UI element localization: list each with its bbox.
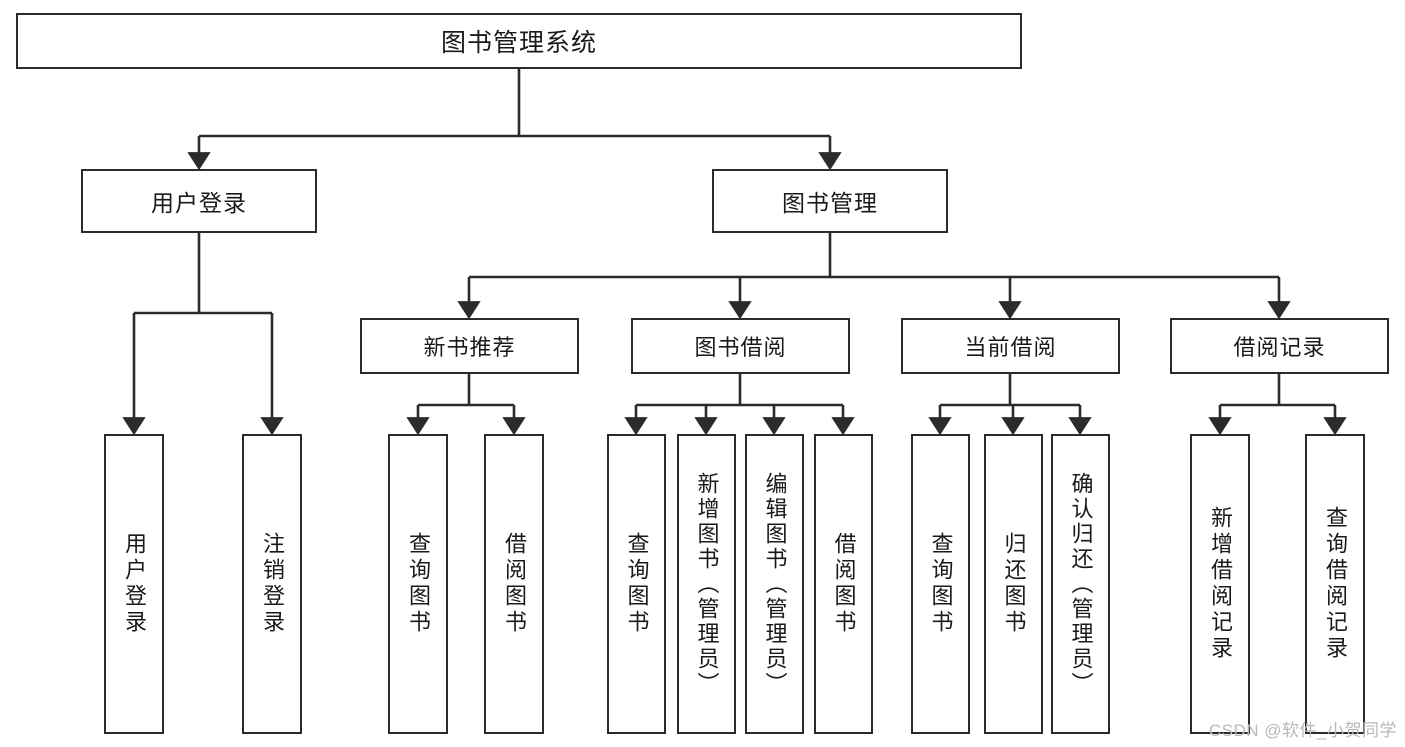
node-leaf-query-book-borrow[interactable]: 查询图书 (607, 434, 666, 734)
watermark-text: CSDN @软件_小贺同学 (1208, 721, 1397, 740)
node-new-book-recommend[interactable]: 新书推荐 (360, 318, 579, 374)
node-leaf-query-borrow-record[interactable]: 查询借阅记录 (1305, 434, 1365, 734)
node-root[interactable]: 图书管理系统 (16, 13, 1022, 69)
node-borrow-record[interactable]: 借阅记录 (1170, 318, 1389, 374)
node-book-borrow[interactable]: 图书借阅 (631, 318, 850, 374)
node-leaf-add-borrow-record[interactable]: 新增借阅记录 (1190, 434, 1250, 734)
node-current-borrow[interactable]: 当前借阅 (901, 318, 1120, 374)
node-book-manage[interactable]: 图书管理 (712, 169, 948, 233)
node-leaf-query-book-current[interactable]: 查询图书 (911, 434, 970, 734)
node-leaf-edit-book-admin[interactable]: 编辑图书（管理员） (745, 434, 804, 734)
node-leaf-confirm-return-admin[interactable]: 确认归还（管理员） (1051, 434, 1110, 734)
node-leaf-borrow-book-recommend[interactable]: 借阅图书 (484, 434, 544, 734)
node-leaf-return-book[interactable]: 归还图书 (984, 434, 1043, 734)
node-user-login[interactable]: 用户登录 (81, 169, 317, 233)
node-leaf-query-book-recommend[interactable]: 查询图书 (388, 434, 448, 734)
node-leaf-borrow-book[interactable]: 借阅图书 (814, 434, 873, 734)
node-leaf-add-book-admin[interactable]: 新增图书（管理员） (677, 434, 736, 734)
node-leaf-user-login[interactable]: 用户登录 (104, 434, 164, 734)
node-leaf-user-logout[interactable]: 注销登录 (242, 434, 302, 734)
